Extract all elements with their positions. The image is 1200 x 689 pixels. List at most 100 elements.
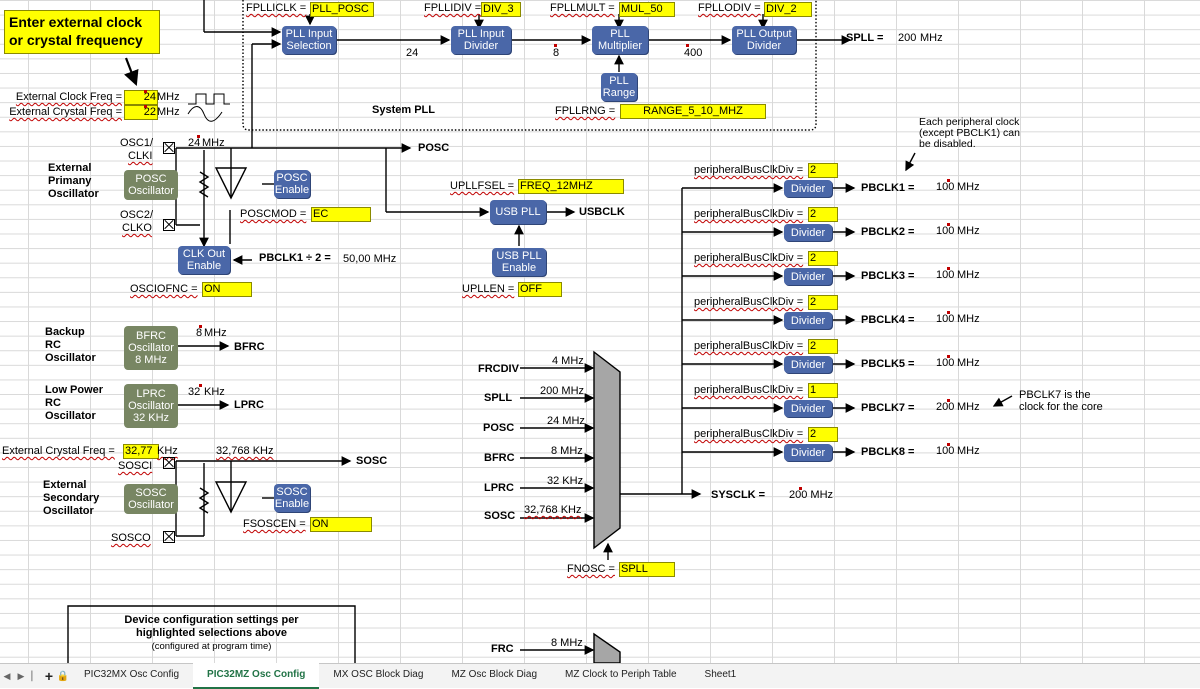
pbclk-freq: 100 xyxy=(936,181,955,193)
ext-clock-unit: MHz xyxy=(157,91,180,103)
sheet-nav-icon[interactable]: ▏ xyxy=(31,670,39,681)
mux-input-name: LPRC xyxy=(484,482,514,494)
pbclk-name: PBCLK1 = xyxy=(861,182,915,194)
sosc-oscillator-block: SOSC Oscillator xyxy=(124,484,178,514)
sheet-tab[interactable]: Sheet1 xyxy=(704,669,737,680)
bfrc-unit: MHz xyxy=(204,327,227,339)
fsoscen-value[interactable]: ON xyxy=(310,517,372,532)
pbclk-name: PBCLK4 = xyxy=(861,314,915,326)
upllen-label: UPLLEN = xyxy=(462,283,515,295)
periph-div-value[interactable]: 2 xyxy=(808,251,838,266)
mux-input-freq: 4 MHz xyxy=(552,355,584,367)
sosc-crystal-unit: KHz xyxy=(157,445,178,457)
mux-input-freq: 8 MHz xyxy=(551,445,583,457)
sheet-tab[interactable]: PIC32MX Osc Config xyxy=(84,669,180,680)
periph-div-value[interactable]: 2 xyxy=(808,163,838,178)
ext-clock-value[interactable]: 24 xyxy=(124,90,158,105)
periph-div-label: peripheralBusClkDiv = xyxy=(694,340,804,352)
config-line3: (configured at program time) xyxy=(151,641,272,652)
osciofnc-value[interactable]: ON xyxy=(202,282,252,297)
config-line1: Device configuration settings per xyxy=(124,614,299,626)
sosc-output-label: SOSC xyxy=(356,455,388,467)
periph-div-value[interactable]: 2 xyxy=(808,339,838,354)
mux-input-freq: 200 MHz xyxy=(540,385,585,397)
periph-divider-block: Divider xyxy=(784,268,832,285)
bfrc-freq: 8 xyxy=(196,327,203,339)
periph-div-value[interactable]: 2 xyxy=(808,295,838,310)
upllen-value[interactable]: OFF xyxy=(518,282,562,297)
mux-input-freq: 32,768 KHz xyxy=(524,504,582,516)
fpllicl-value[interactable]: PLL_POSC xyxy=(310,2,374,17)
pbclk-freq: 100 xyxy=(936,445,955,457)
posc-freq: 24 xyxy=(188,137,201,149)
sheet-tab[interactable]: MZ Osc Block Diag xyxy=(451,669,538,680)
system-pll-title: System PLL xyxy=(372,104,435,116)
pbclk-unit: MHz xyxy=(957,225,980,237)
wiring-diagram xyxy=(67,0,1013,663)
osciofnc-label: OSCIOFNC = xyxy=(130,283,198,295)
sosc-enable-block: SOSC Enable xyxy=(274,484,310,512)
fnosc-label: FNOSC = xyxy=(567,563,615,575)
ext-crystal-unit: MHz xyxy=(157,106,180,118)
periph-divider-block: Divider xyxy=(784,312,832,329)
pll-vco-freq: 400 xyxy=(684,47,703,59)
periph-div-label: peripheralBusClkDiv = xyxy=(694,164,804,176)
poscmod-label: POSCMOD = xyxy=(240,208,307,220)
sheet-tab[interactable]: MZ Clock to Periph Table xyxy=(565,669,677,680)
lprc-unit: KHz xyxy=(204,386,225,398)
clki-label: CLKI xyxy=(128,150,153,162)
worksheet-grid[interactable] xyxy=(0,0,1200,663)
sosc-title: External Secondary Oscillator xyxy=(43,479,100,517)
pll-div-freq: 8 xyxy=(553,47,560,59)
fpllodiv-value[interactable]: DIV_2 xyxy=(764,2,812,17)
pbclk-name: PBCLK8 = xyxy=(861,446,915,458)
periph-div-value[interactable]: 2 xyxy=(808,207,838,222)
sysclk-value: 200 MHz xyxy=(789,489,834,501)
fpllrng-label: FPLLRNG = xyxy=(555,105,616,117)
fpllidiv-value[interactable]: DIV_3 xyxy=(481,2,521,17)
pbclk-unit: MHz xyxy=(957,313,980,325)
spll-value: 200 xyxy=(898,32,917,44)
periph-div-value[interactable]: 1 xyxy=(808,383,838,398)
pll-output-divider-block: PLL Output Divider xyxy=(732,26,796,54)
pbclk-name: PBCLK2 = xyxy=(861,226,915,238)
sheet-tab[interactable]: PIC32MZ Osc Config xyxy=(193,663,320,689)
fpllodiv-label: FPLLODIV = xyxy=(698,2,761,14)
sheet-tab[interactable]: MX OSC Block Diag xyxy=(333,669,424,680)
pbclk-name: PBCLK7 = xyxy=(861,402,915,414)
frc-freq: 8 MHz xyxy=(551,637,583,649)
mux-input-freq: 24 MHz xyxy=(547,415,585,427)
periph-div-label: peripheralBusClkDiv = xyxy=(694,296,804,308)
upllfsel-value[interactable]: FREQ_12MHZ xyxy=(518,179,624,194)
fnosc-value[interactable]: SPLL xyxy=(619,562,675,577)
fpllmult-label: FPLLMULT = xyxy=(550,2,615,14)
pbclk-unit: MHz xyxy=(957,357,980,369)
fpllrng-value[interactable]: RANGE_5_10_MHZ xyxy=(620,104,766,119)
sosci-label: SOSCI xyxy=(118,460,153,472)
pbclk-unit: MHz xyxy=(957,401,980,413)
poscmod-value[interactable]: EC xyxy=(311,207,371,222)
frc-label: FRC xyxy=(491,643,514,655)
periph-divider-block: Divider xyxy=(784,444,832,461)
fpllmult-value[interactable]: MUL_50 xyxy=(619,2,675,17)
ext-crystal-value[interactable]: 22 xyxy=(124,105,158,120)
periph-disable-note: Each peripheral clock (except PBCLK1) ca… xyxy=(919,116,1020,150)
sosc-crystal-value[interactable]: 32,77 xyxy=(123,444,159,459)
posc-oscillator-block: POSC Oscillator xyxy=(124,170,178,200)
headline-box[interactable]: Enter external clock or crystal frequenc… xyxy=(4,10,160,54)
clko-label: CLKO xyxy=(122,222,152,234)
first-sheet-icon[interactable]: ◀ xyxy=(3,670,11,681)
periph-divider-block: Divider xyxy=(784,180,832,197)
lprc-title: Low Power RC Oscillator xyxy=(45,384,104,422)
ext-clock-label: External Clock Freq = xyxy=(15,91,122,103)
periph-div-value[interactable]: 2 xyxy=(808,427,838,442)
fsoscen-label: FSOSCEN = xyxy=(243,518,306,530)
mux-input-freq: 32 KHz xyxy=(547,475,584,487)
pbclk-unit: MHz xyxy=(957,269,980,281)
sosco-pin-icon xyxy=(163,531,175,543)
pbclk-freq: 200 xyxy=(936,401,955,413)
sosc-crystal-label: External Crystal Freq = xyxy=(2,445,115,457)
add-sheet-icon[interactable]: + xyxy=(44,668,54,684)
last-sheet-icon[interactable]: ▶ xyxy=(17,670,25,681)
